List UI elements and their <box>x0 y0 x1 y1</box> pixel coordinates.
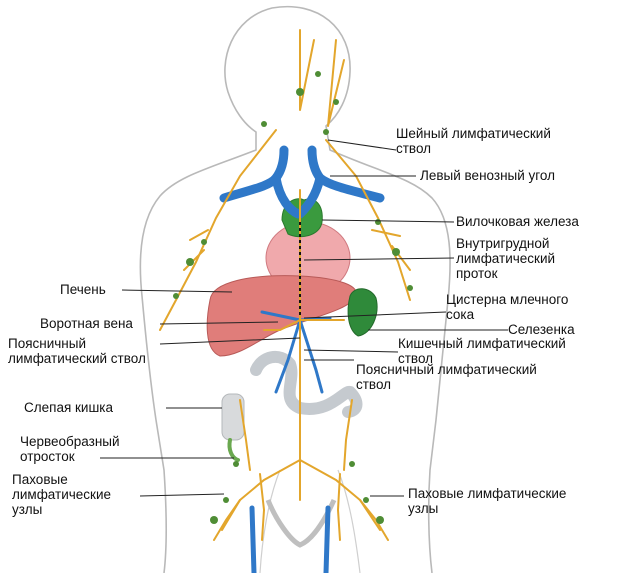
label-lumbar-trunk-right: Поясничный лимфатический ствол <box>356 362 537 392</box>
intestine <box>250 350 363 418</box>
label-neck-trunk: Шейный лимфатический ствол <box>396 126 551 156</box>
label-portal-vein: Воротная вена <box>40 316 133 331</box>
body-outline <box>139 5 451 573</box>
label-left-venous-angle: Левый венозный угол <box>420 168 555 183</box>
leg-veins <box>249 505 331 573</box>
label-lumbar-trunk-left: Поясничный лимфатический ствол <box>8 336 146 366</box>
cecum <box>221 393 245 441</box>
label-intestinal-trunk: Кишечный лимфатический ствол <box>398 336 566 366</box>
label-cecum: Слепая кишка <box>24 400 114 415</box>
appendix <box>227 438 240 462</box>
spleen <box>347 288 378 337</box>
veins <box>219 145 385 219</box>
label-cisterna-chyli: Цистерна млечного сока <box>446 292 569 322</box>
label-inguinal-left: Паховые лимфатические узлы <box>12 472 111 517</box>
label-inguinal-right: Паховые лимфатические узлы <box>408 486 567 516</box>
label-thoracic-duct: Внутригрудной лимфатический проток <box>456 236 556 281</box>
label-spleen: Селезенка <box>508 322 575 337</box>
lymph-nodes <box>173 71 413 524</box>
label-appendix: Червеобразный отросток <box>20 434 120 464</box>
label-liver: Печень <box>60 282 106 297</box>
legs-outline <box>259 469 361 573</box>
leader-lines <box>100 139 508 497</box>
pelvis-outline <box>265 498 337 548</box>
label-thymus: Вилочковая железа <box>456 214 579 229</box>
